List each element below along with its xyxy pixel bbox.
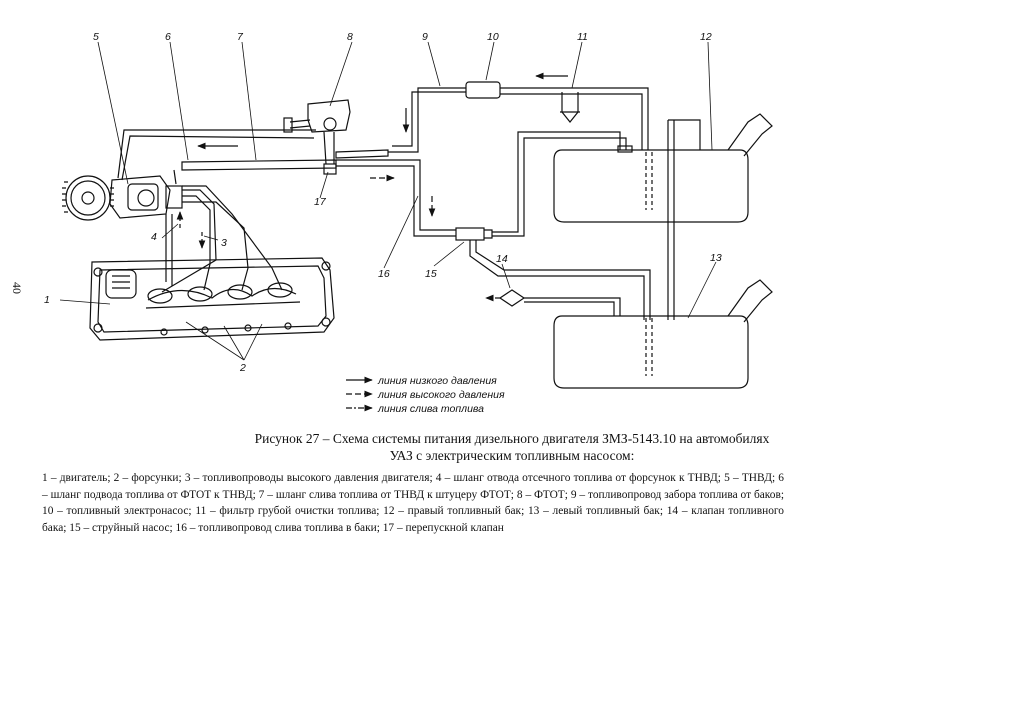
caption-line-2: УАЗ с электрическим топливным насосом: <box>389 448 635 463</box>
callout-2: 2 <box>239 362 246 374</box>
tank-left <box>553 279 773 389</box>
callout-10: 10 <box>487 31 499 43</box>
high-pressure-lines <box>161 185 283 293</box>
callout-8: 8 <box>347 31 353 43</box>
tank-right <box>553 113 773 320</box>
hose-feed <box>121 135 315 181</box>
callout-1: 1 <box>44 294 50 306</box>
supply-line <box>388 87 466 153</box>
callout-5: 5 <box>93 31 99 43</box>
electric-pump <box>465 81 501 99</box>
figure-description: 1 – двигатель; 2 – форсунки; 3 – топливо… <box>42 472 784 534</box>
injectors <box>145 282 301 309</box>
return-line <box>336 159 456 231</box>
callout-7: 7 <box>237 31 244 43</box>
callout-6: 6 <box>165 31 171 43</box>
legend-low-pressure: линия низкого давления <box>377 375 497 387</box>
legend-drain: линия слива топлива <box>377 403 484 415</box>
callout-11: 11 <box>577 31 588 43</box>
fuel-filter <box>283 99 389 175</box>
injection-pump <box>109 175 183 219</box>
callout-16: 16 <box>378 268 390 280</box>
page-number: 40 <box>10 282 24 294</box>
jet-pump <box>455 227 485 241</box>
callout-12: 12 <box>700 31 712 43</box>
callout-13: 13 <box>710 252 722 264</box>
callout-14: 14 <box>496 253 508 265</box>
coarse-filter <box>561 92 579 123</box>
callout-4: 4 <box>151 231 157 243</box>
leader-lines <box>59 41 717 361</box>
hose-drain <box>181 159 337 171</box>
callout-9: 9 <box>422 31 428 43</box>
engine <box>89 257 335 341</box>
caption-line-1: Рисунок 27 – Схема системы питания дизел… <box>254 431 770 446</box>
hose-feed-outer <box>117 129 316 179</box>
pulley <box>62 175 114 221</box>
legend-high-pressure: линия высокого давления <box>377 389 505 401</box>
callout-15: 15 <box>425 268 437 280</box>
callout-3: 3 <box>221 237 227 249</box>
tank-valve <box>498 289 621 316</box>
callout-17: 17 <box>314 196 327 208</box>
